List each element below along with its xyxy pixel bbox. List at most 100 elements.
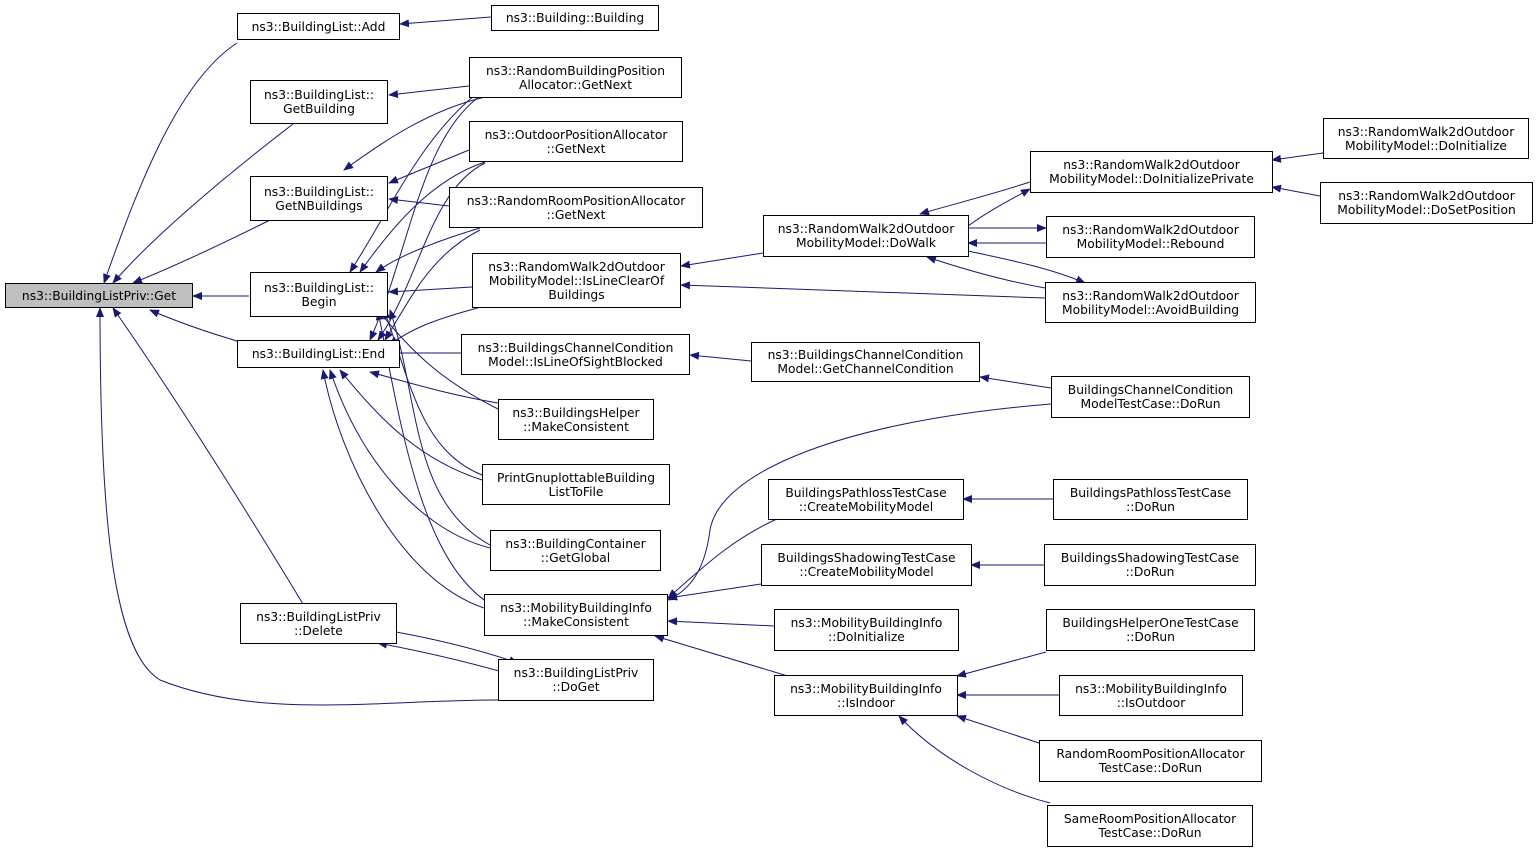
node-mbi-doinit[interactable]: ns3::MobilityBuildingInfo ::DoInitialize: [774, 609, 959, 651]
node-bcc-islos[interactable]: ns3::BuildingsChannelCondition Model::Is…: [461, 334, 690, 375]
node-blp-delete[interactable]: ns3::BuildingListPriv ::Delete: [240, 603, 397, 644]
edge-end-to-get: [149, 309, 238, 342]
node-label: ::MakeConsistent: [523, 615, 629, 629]
node-bstc-cmm[interactable]: BuildingsShadowingTestCase ::CreateMobil…: [761, 544, 972, 586]
node-label: ::Delete: [294, 623, 343, 638]
edge-dowalk-to-avoid: [967, 250, 1086, 284]
node-label: ns3::BuildingContainer: [505, 536, 646, 551]
node-label: BuildingsChannelCondition: [1067, 383, 1234, 397]
node-bh-makeconsistent[interactable]: ns3::BuildingsHelper ::MakeConsistent: [498, 399, 654, 440]
node-bl-begin[interactable]: ns3::BuildingList:: Begin: [250, 272, 388, 317]
node-rw-avoid[interactable]: ns3::RandomWalk2dOutdoor MobilityModel::…: [1045, 282, 1256, 323]
node-rrpa-tc-dorun[interactable]: RandomRoomPositionAllocator TestCase::Do…: [1039, 740, 1262, 782]
node-label: ns3::BuildingList::End: [251, 347, 386, 361]
node-rrpa-getnext[interactable]: ns3::RandomRoomPositionAllocator ::GetNe…: [449, 187, 703, 228]
edge-bptc-to-mbi: [667, 517, 780, 599]
node-srpa-tc-dorun[interactable]: SameRoomPositionAllocator TestCase::DoRu…: [1047, 805, 1253, 847]
edge-avoid-to-dowalk: [926, 256, 1046, 289]
node-mbi-isoutdoor[interactable]: ns3::MobilityBuildingInfo ::IsOutdoor: [1059, 675, 1243, 716]
edge-doget-to-get: [96, 307, 499, 706]
node-mbi-isindoor[interactable]: ns3::MobilityBuildingInfo ::IsIndoor: [774, 675, 958, 716]
node-label: BuildingsHelperOneTestCase: [1062, 616, 1239, 630]
edge-islineclear-to-begin: [388, 286, 473, 296]
node-label: ns3::BuildingList::: [264, 184, 374, 199]
node-label: ::DoRun: [1126, 499, 1175, 514]
node-label: ns3::BuildingList::Add: [251, 19, 386, 34]
edge-opa-to-begin: [359, 161, 486, 273]
node-label: Allocator::GetNext: [518, 77, 633, 92]
node-rbpa-getnext[interactable]: ns3::RandomBuildingPosition Allocator::G…: [469, 57, 682, 98]
edge-building-to-add: [399, 16, 492, 28]
node-mbi-makeconsistent[interactable]: ns3::MobilityBuildingInfo ::MakeConsiste…: [484, 594, 668, 636]
node-bl-end[interactable]: ns3::BuildingList::End: [237, 340, 400, 368]
edge-doinitprivate-to-dowalk: [919, 181, 1031, 216]
edge-rbpa-to-getbuilding: [388, 85, 470, 98]
node-opa-getnext[interactable]: ns3::OutdoorPositionAllocator ::GetNext: [469, 121, 683, 162]
edge-doinit-to-mbi: [667, 617, 775, 627]
node-label: TestCase::DoRun: [1098, 826, 1202, 840]
node-label: ::IsOutdoor: [1116, 695, 1186, 710]
node-bl-getnbuildings[interactable]: ns3::BuildingList:: GetNBuildings: [250, 176, 388, 221]
node-label: ns3::RandomWalk2dOutdoor: [1337, 124, 1515, 139]
edge-delete-to-doget: [395, 631, 519, 664]
edge-bh-to-end: [369, 370, 499, 404]
node-label: BuildingsShadowingTestCase: [1060, 551, 1240, 565]
node-label: ns3::MobilityBuildingInfo: [1075, 681, 1227, 696]
node-bptc-cmm[interactable]: BuildingsPathlossTestCase ::CreateMobili…: [768, 479, 964, 520]
node-rw-doinit[interactable]: ns3::RandomWalk2dOutdoor MobilityModel::…: [1323, 118, 1529, 159]
edge-delete-to-get: [112, 307, 304, 605]
node-print-gnuplot[interactable]: PrintGnuplottableBuilding ListToFile: [482, 464, 670, 505]
node-bcc-testcase[interactable]: BuildingsChannelCondition ModelTestCase:…: [1051, 376, 1250, 418]
node-label: ns3::BuildingListPriv: [256, 609, 381, 624]
edge-isindoor-to-mbi: [654, 634, 792, 678]
edge-srpatc-to-isindoor: [898, 715, 1051, 804]
node-label: PrintGnuplottableBuilding: [497, 470, 655, 485]
node-label: ns3::RandomWalk2dOutdoor: [1338, 189, 1515, 203]
node-rw-dosetpos[interactable]: ns3::RandomWalk2dOutdoor MobilityModel::…: [1320, 182, 1533, 224]
node-building[interactable]: ns3::Building::Building: [491, 5, 659, 31]
node-label: ns3::BuildingListPriv: [513, 666, 639, 680]
edge-opa-to-end: [377, 162, 486, 341]
node-label: ns3::MobilityBuildingInfo: [500, 601, 652, 615]
node-label: ::GetGlobal: [540, 550, 611, 565]
node-label: ::CreateMobilityModel: [798, 499, 934, 514]
edge-opa-to-getnbuildings: [388, 149, 470, 184]
node-label: Model::GetChannelCondition: [777, 362, 954, 376]
node-label: MobilityModel::AvoidBuilding: [1061, 302, 1240, 317]
node-rw-doinitprivate[interactable]: ns3::RandomWalk2dOutdoor MobilityModel::…: [1030, 151, 1273, 193]
node-label: ns3::RandomBuildingPosition: [486, 63, 665, 78]
node-label: Model::IsLineOfSightBlocked: [488, 354, 663, 369]
edge-add-to-get: [103, 42, 238, 284]
node-label: Buildings: [548, 287, 605, 302]
node-bl-getbuilding[interactable]: ns3::BuildingList:: GetBuilding: [250, 80, 388, 124]
node-label: BuildingsPathlossTestCase: [785, 485, 947, 500]
node-bcc-getcc[interactable]: ns3::BuildingsChannelCondition Model::Ge…: [751, 342, 980, 382]
node-label: MobilityModel::DoWalk: [796, 236, 936, 250]
node-bptc-dorun[interactable]: BuildingsPathlossTestCase ::DoRun: [1053, 479, 1248, 520]
node-label: MobilityModel::DoSetPosition: [1337, 203, 1516, 217]
edge-getcc-to-islos: [689, 351, 752, 362]
node-bstc-dorun[interactable]: BuildingsShadowingTestCase ::DoRun: [1044, 544, 1256, 586]
node-bl-add[interactable]: ns3::BuildingList::Add: [237, 13, 400, 40]
node-bc-getglobal[interactable]: ns3::BuildingContainer ::GetGlobal: [490, 530, 661, 571]
edge-doget-to-delete: [377, 640, 500, 672]
node-label: ::DoInitialize: [828, 630, 905, 644]
node-label: MobilityModel::DoInitializePrivate: [1049, 172, 1254, 186]
node-bhotc-dorun[interactable]: BuildingsHelperOneTestCase ::DoRun: [1046, 609, 1255, 651]
node-label: ::DoGet: [552, 680, 600, 694]
edge-getnbuildings-to-get: [132, 219, 271, 284]
edge-rbpa-to-begin: [349, 94, 476, 273]
node-label: ns3::RandomRoomPositionAllocator: [466, 193, 686, 208]
node-rw-islineclear[interactable]: ns3::RandomWalk2dOutdoor MobilityModel::…: [472, 253, 681, 308]
edge-dowalk-to-islineclear: [680, 252, 764, 269]
node-label: ns3::MobilityBuildingInfo: [790, 616, 943, 630]
edge-doinit-to-doinitprivate: [1271, 152, 1324, 163]
node-label: ModelTestCase::DoRun: [1080, 397, 1221, 411]
node-label: MobilityModel::IsLineClearOf: [488, 273, 665, 288]
node-blp-doget[interactable]: ns3::BuildingListPriv ::DoGet: [498, 659, 654, 701]
node-rw-dowalk[interactable]: ns3::RandomWalk2dOutdoor MobilityModel::…: [763, 215, 969, 257]
node-rw-rebound[interactable]: ns3::RandomWalk2dOutdoor MobilityModel::…: [1046, 216, 1255, 258]
node-label: ns3::BuildingsHelper: [512, 405, 640, 420]
node-root: ns3::BuildingListPriv::Get: [5, 283, 193, 308]
edge-rrpa-to-end: [384, 229, 481, 341]
